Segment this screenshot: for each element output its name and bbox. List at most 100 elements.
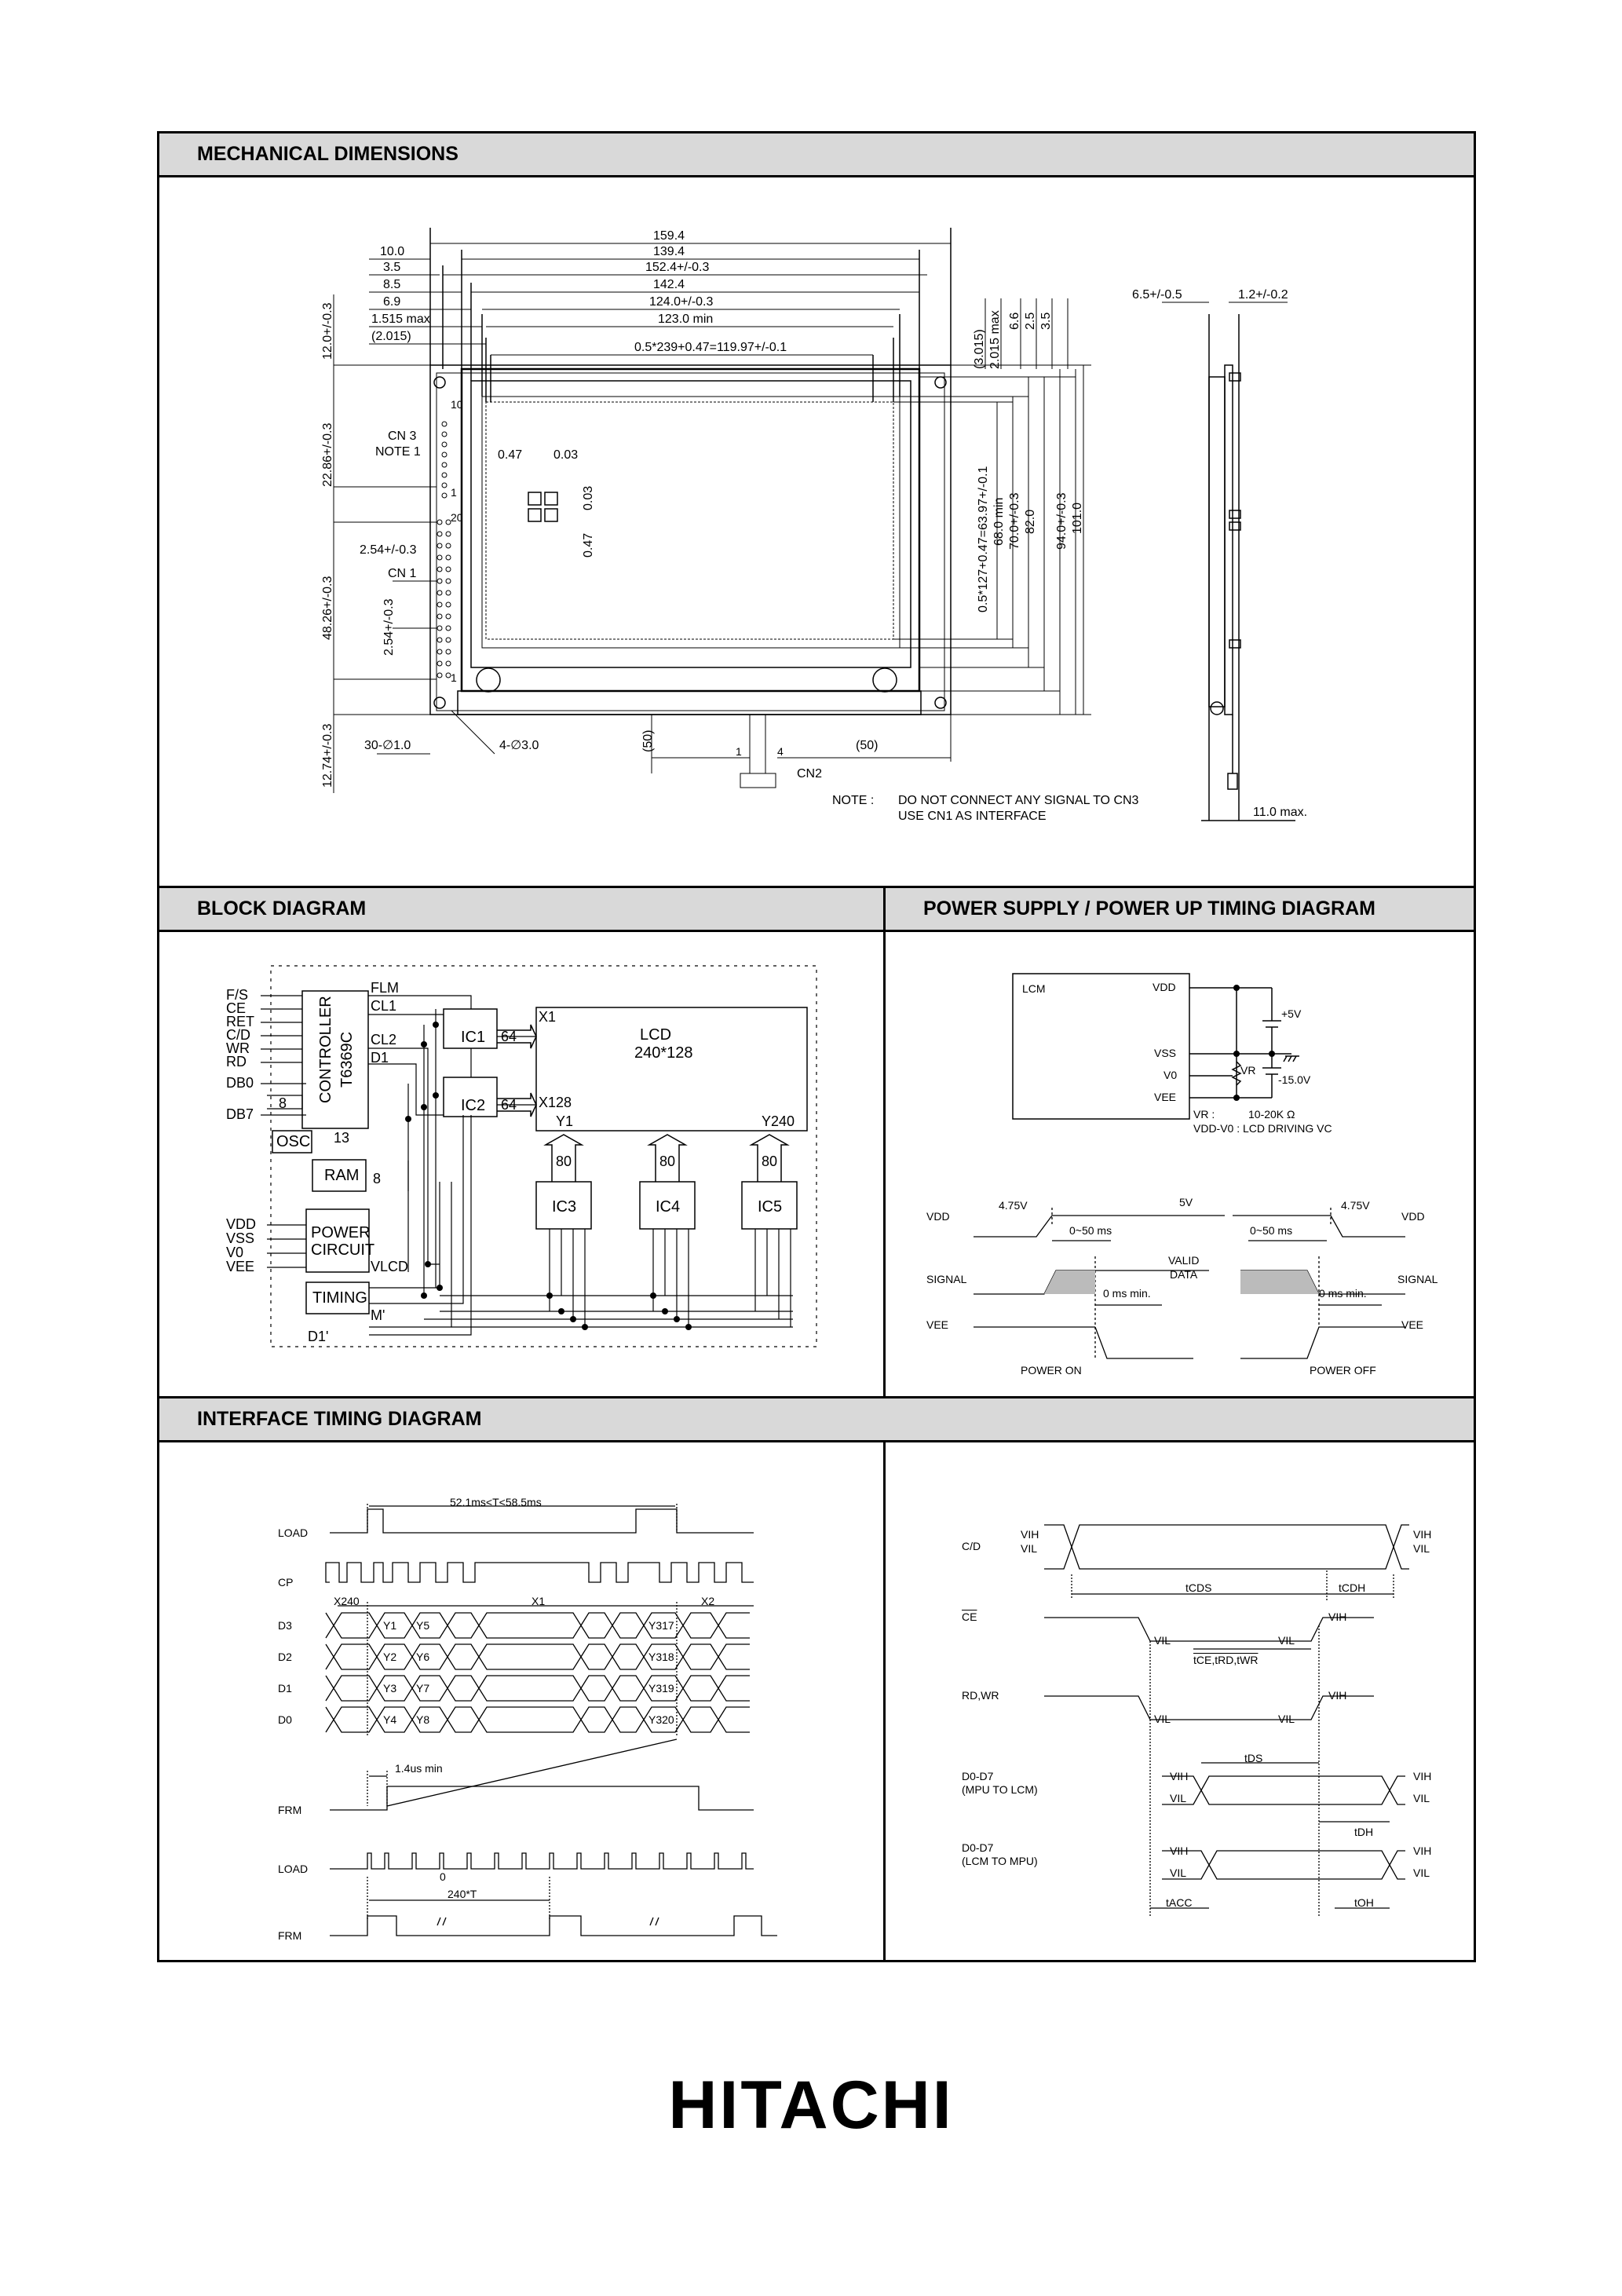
x1-label: X1 <box>532 1595 546 1607</box>
rdwr-vil-left: VIL <box>1154 1713 1171 1725</box>
rdwr-vil-right: VIL <box>1278 1713 1295 1725</box>
bus-64-label: 64 <box>501 1097 517 1113</box>
side-dim-2: 1.2+/-0.2 <box>1238 288 1288 302</box>
row-d1: D1 <box>278 1682 292 1695</box>
row-cp: CP <box>278 1576 294 1589</box>
pin-20-label: 20 <box>451 511 463 524</box>
power-diagram <box>0 0 1476 1398</box>
row-load-2: LOAD <box>278 1863 309 1875</box>
dim-top-13: 0.5*239+0.47=119.97+/-0.1 <box>634 341 787 354</box>
timing-label: TIMING <box>312 1289 367 1307</box>
bus-ce: CE <box>962 1610 977 1623</box>
bus-mpu-to-lcm: (MPU TO LCM) <box>962 1783 1038 1796</box>
note-label: NOTE : <box>832 794 875 807</box>
d0-y320: Y320 <box>648 1713 674 1726</box>
tce-label: tCE,tRD,tWR <box>1193 1654 1259 1666</box>
data-eye-d0 <box>326 1707 750 1732</box>
pixel-dim-2: 0.03 <box>553 448 579 462</box>
signal-cl1: CL1 <box>371 998 397 1014</box>
dim-top-5: 152.4+/-0.3 <box>645 261 710 274</box>
pin-10-label: 10 <box>451 398 463 411</box>
osc-label: OSC <box>276 1133 311 1150</box>
d3-y5: Y5 <box>416 1619 430 1632</box>
dim-top-4: 3.5 <box>383 261 401 274</box>
lcd-resolution: 240*128 <box>634 1044 693 1062</box>
section-header-interface: INTERFACE TIMING DIAGRAM <box>159 1398 1474 1442</box>
row-frm: FRM <box>278 1804 302 1816</box>
input-wr: WR <box>226 1040 250 1056</box>
input-db7: DB7 <box>226 1106 254 1122</box>
d2-y318: Y318 <box>648 1651 674 1663</box>
tcdh-label: tCDH <box>1339 1581 1366 1594</box>
lcd-title: LCD <box>640 1026 672 1044</box>
d2-y6: Y6 <box>416 1651 430 1663</box>
row-d2: D2 <box>278 1651 292 1663</box>
signal-d1: D1 <box>371 1050 389 1066</box>
input-vss: VSS <box>226 1230 255 1246</box>
t050-left: 0~50 ms <box>1069 1224 1112 1237</box>
interface-timing-diagram <box>0 0 887 1963</box>
input-rd: RD <box>226 1054 247 1069</box>
bus-rdwr: RD,WR <box>962 1689 999 1702</box>
row-d3: D3 <box>278 1619 292 1632</box>
holes-mount-label: 4-∅3.0 <box>499 739 539 752</box>
row-load: LOAD <box>278 1526 309 1539</box>
note-line-2: USE CN1 AS INTERFACE <box>898 810 1047 823</box>
v475-left: 4.75V <box>999 1199 1028 1212</box>
d0d7a-vih: VIH <box>1170 1770 1189 1782</box>
ic4-label: IC4 <box>656 1198 681 1216</box>
section-title: BLOCK DIAGRAM <box>197 898 367 919</box>
d0d7a-vih-right: VIH <box>1413 1770 1432 1782</box>
input-ce: CE <box>226 1000 247 1016</box>
lcm-vee: VEE <box>1154 1091 1177 1103</box>
lcd-x128: X128 <box>539 1095 572 1110</box>
data-eye-d2 <box>326 1644 750 1669</box>
lcd-y1: Y1 <box>556 1113 574 1129</box>
divider <box>157 1396 1476 1398</box>
d3-y317: Y317 <box>648 1619 674 1632</box>
cd-vih-left: VIH <box>1021 1528 1039 1541</box>
vc-note: VDD-V0 : LCD DRIVING VC <box>1193 1122 1332 1135</box>
input-v0: V0 <box>226 1245 244 1260</box>
dim-top-12: (2.015) <box>371 330 411 343</box>
holes-small-label: 30-∅1.0 <box>364 739 411 752</box>
ic1-label: IC1 <box>461 1029 486 1046</box>
section-header-block: BLOCK DIAGRAM <box>159 888 883 932</box>
tacc-label: tACC <box>1166 1896 1193 1909</box>
v5: 5V <box>1179 1196 1193 1208</box>
minus-15v: -15.0V <box>1278 1073 1311 1086</box>
lcm-label: LCM <box>1022 982 1046 995</box>
cd-vil-left: VIL <box>1021 1542 1038 1555</box>
vr-spec-value: 10-20K Ω <box>1248 1108 1295 1121</box>
ic5-label: IC5 <box>758 1198 783 1216</box>
d0d7a-vil-right: VIL <box>1413 1792 1430 1804</box>
timing-vdd-left: VDD <box>926 1210 950 1223</box>
x240-label: X240 <box>334 1595 360 1607</box>
rdwr-vih: VIH <box>1328 1689 1347 1702</box>
note-line-1: DO NOT CONNECT ANY SIGNAL TO CN3 <box>898 794 1139 807</box>
bus-lcm-to-mpu: (LCM TO MPU) <box>962 1855 1038 1867</box>
cn1-label: CN 1 <box>388 567 417 580</box>
pin-1-label: 1 <box>451 486 457 499</box>
cable-dim-horizontal: (50) <box>856 739 879 752</box>
section-header-power: POWER SUPPLY / POWER UP TIMING DIAGRAM <box>886 888 1474 932</box>
d0d7b-vil: VIL <box>1170 1866 1187 1879</box>
cn1-pins <box>437 520 451 678</box>
section-title: MECHANICAL DIMENSIONS <box>197 143 458 165</box>
block-diagram <box>0 0 887 1398</box>
dim-top-10: 1.515 max <box>371 313 430 326</box>
signal-flm: FLM <box>371 980 399 996</box>
side-dim-3: 11.0 max. <box>1253 806 1308 819</box>
input-ret: RET <box>226 1014 254 1029</box>
timing-vee-right: VEE <box>1401 1318 1424 1331</box>
ce-vih: VIH <box>1328 1610 1347 1623</box>
period-label: 52.1ms<T<58.5ms <box>450 1496 542 1508</box>
toh-label: tOH <box>1354 1896 1374 1909</box>
bus-13-label: 13 <box>334 1130 350 1146</box>
lcm-vdd: VDD <box>1153 981 1176 993</box>
t14-label: 1.4us min <box>395 1762 443 1775</box>
lcd-y240: Y240 <box>762 1113 795 1129</box>
row-frm-2: FRM <box>278 1929 302 1942</box>
vr-spec-label: VR : <box>1193 1108 1215 1121</box>
cd-vil-right: VIL <box>1413 1542 1430 1555</box>
